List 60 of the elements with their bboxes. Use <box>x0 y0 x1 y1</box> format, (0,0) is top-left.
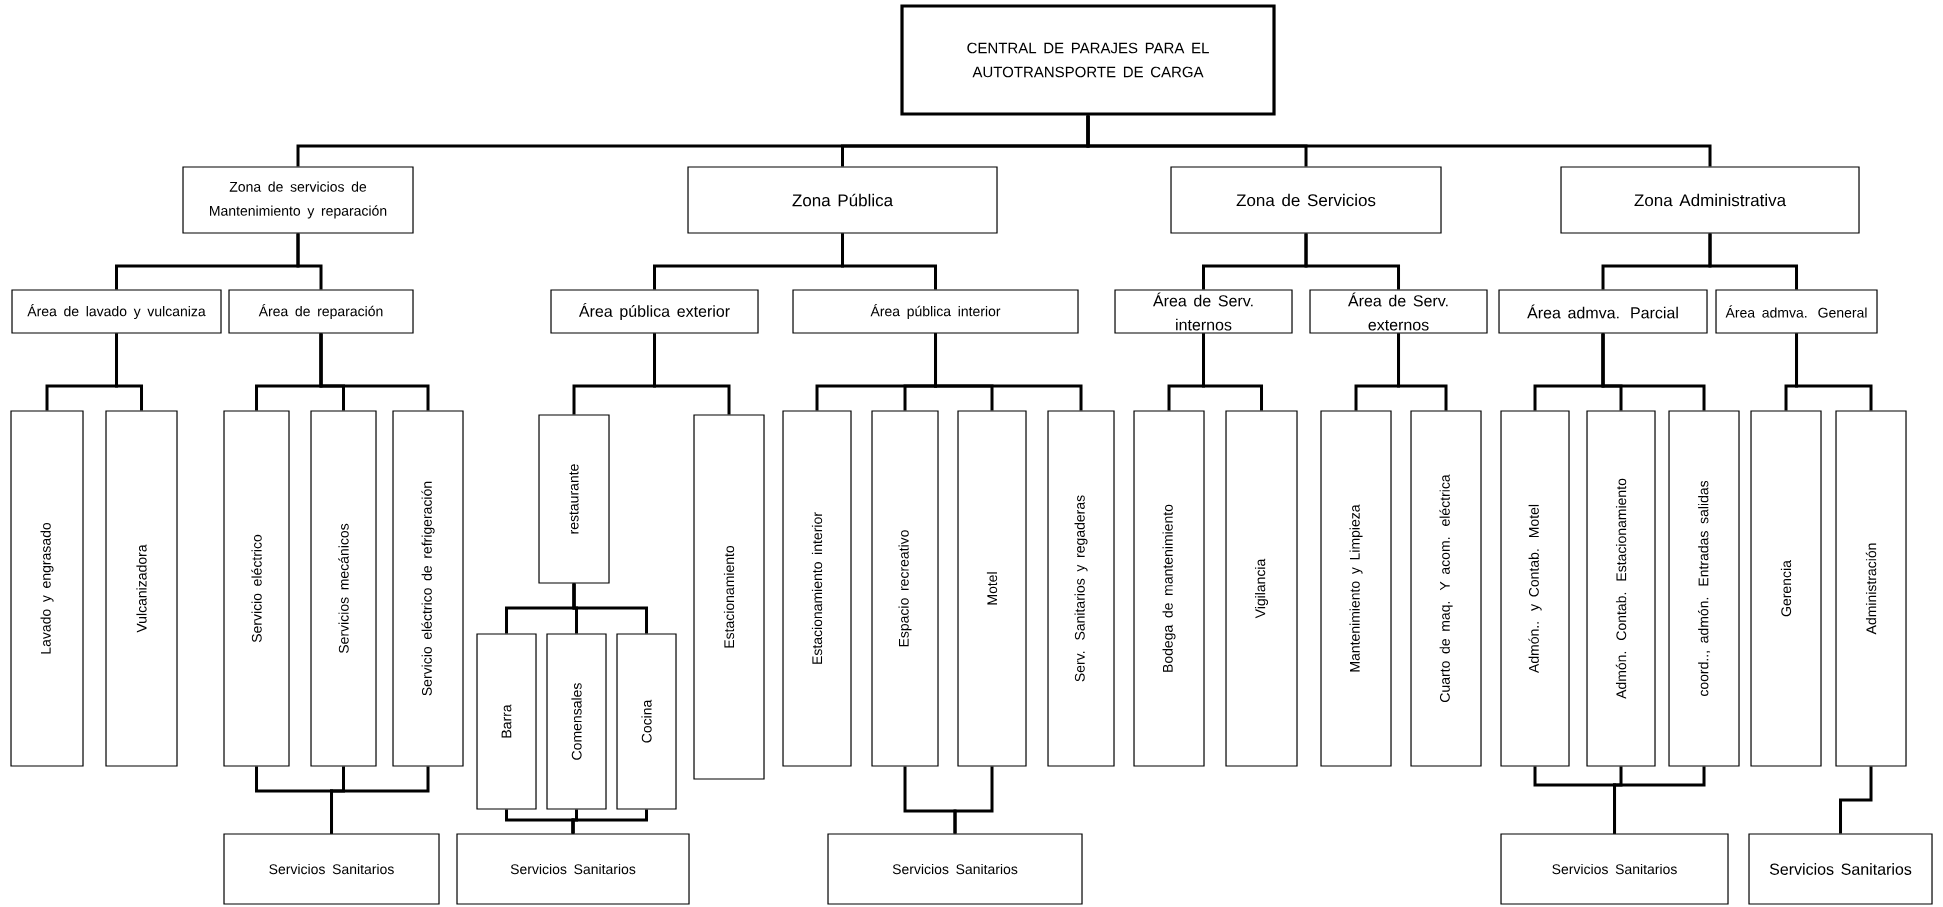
vertical-box: Admón.. y Contab. Motel <box>1500 410 1570 767</box>
org-box: Zona Administrativa <box>1560 166 1860 234</box>
title-box: CENTRAL DE PARAJES PARA EL AUTOTRANSPORTE DE CARGA <box>900 4 1276 116</box>
org-box: Área pública exterior <box>550 289 759 334</box>
connector <box>1397 333 1448 411</box>
vertical-box: Servicios mecánicos <box>310 410 377 767</box>
connector <box>330 766 430 834</box>
vertical-box: Serv. Sanitarios y regaderas <box>1047 410 1115 767</box>
connector <box>1601 333 1706 411</box>
vertical-box: Espacio recreativo <box>871 410 939 767</box>
vertical-box: Estacionamiento interior <box>782 410 852 767</box>
vertical-box: Lavado y engrasado <box>10 410 84 767</box>
vertical-box: restaurante <box>538 414 610 584</box>
connector <box>1839 766 1873 834</box>
org-box: Área de reparación <box>228 289 414 334</box>
vertical-box: Servicio eléctrico <box>223 410 290 767</box>
org-box: Área admva. Parcial <box>1498 289 1708 334</box>
connector <box>1613 766 1706 834</box>
org-box: Área de Serv. internos <box>1114 289 1293 334</box>
org-box: Área pública interior <box>792 289 1079 334</box>
connector <box>1708 233 1798 290</box>
org-box: Zona Pública <box>687 166 998 234</box>
org-box: Área admva. General <box>1715 289 1878 334</box>
connector <box>1086 115 1712 167</box>
connector <box>653 333 731 415</box>
vertical-box: Vigilancia <box>1225 410 1298 767</box>
connector <box>319 333 430 411</box>
vertical-box: Cocina <box>616 633 677 810</box>
vertical-box: Bodega de mantenimiento <box>1133 410 1205 767</box>
connector <box>1795 333 1873 411</box>
vertical-box: Gerencia <box>1750 410 1822 767</box>
org-box: Área de Serv. externos <box>1309 289 1488 334</box>
vertical-box: Barra <box>476 633 537 810</box>
org-box: Zona de Servicios <box>1170 166 1442 234</box>
vertical-box: Admón. Contab. Estacionamiento <box>1586 410 1656 767</box>
org-box: Servicios Sanitarios <box>223 833 440 905</box>
vertical-box: coord.., admón. Entradas salidas <box>1668 410 1740 767</box>
connector <box>934 333 1083 411</box>
org-box: Área de lavado y vulcaniza <box>11 289 222 334</box>
vertical-box: Vulcanizadora <box>105 410 178 767</box>
vertical-box: Cuarto de maq. Y acom. eléctrica <box>1410 410 1482 767</box>
vertical-box: Mantenimiento y Limpieza <box>1320 410 1392 767</box>
vertical-box: Administración <box>1835 410 1907 767</box>
vertical-box: Servicio eléctrico de refrigeración <box>392 410 464 767</box>
vertical-box: Comensales <box>546 633 607 810</box>
connector <box>1304 233 1400 290</box>
connector <box>572 583 648 634</box>
connector <box>296 233 323 290</box>
org-box: Zona de servicios de Mantenimiento y reparación <box>182 166 414 234</box>
org-box: Servicios Sanitarios <box>456 833 690 905</box>
connector <box>115 333 143 411</box>
vertical-box: Estacionamiento <box>693 414 765 780</box>
connector <box>953 766 994 834</box>
org-box: Servicios Sanitarios <box>1748 833 1933 905</box>
vertical-box: Motel <box>957 410 1027 767</box>
connector <box>1202 333 1263 411</box>
connector <box>571 809 648 834</box>
org-box: Servicios Sanitarios <box>1500 833 1729 905</box>
connector <box>841 233 937 290</box>
org-box: Servicios Sanitarios <box>827 833 1083 905</box>
